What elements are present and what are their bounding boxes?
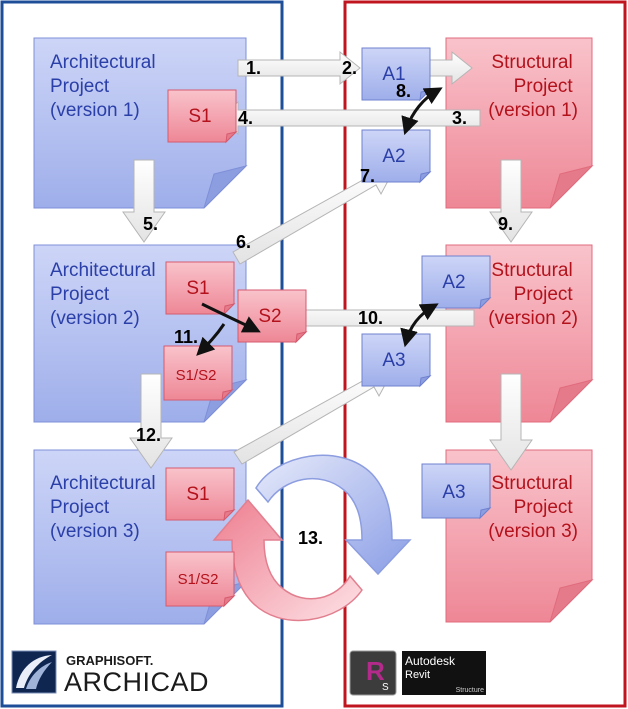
struct-v1-label: Structural Project (version 1) [488,52,578,121]
step-1: 1. [246,58,261,78]
doc-a3-bot-label: A3 [442,482,465,503]
archicad-wordmark: ARCHICAD [64,667,209,697]
step-4: 4. [238,108,253,128]
struct-v3-label: Structural Project (version 3) [488,473,578,542]
struct-v2-label: Structural Project (version 2) [488,260,578,329]
doc-s1-mid [165,261,236,316]
graphisoft-wordmark: GRAPHISOFT. [66,653,153,668]
autodesk-wordmark: Autodesk [405,654,456,668]
step-5: 5. [143,214,158,234]
doc-a1-label: A1 [382,64,405,85]
doc-s1s2-bot [165,551,236,608]
revit-wordmark: Revit [405,669,430,681]
autodesk-revit-logo: Autodesk Revit Structure [402,651,486,695]
step-12: 12. [136,425,161,445]
arrow-a1-to-struct [429,50,473,86]
doc-s1-top [167,89,238,144]
curved-arrow-a2-a3 [400,303,439,348]
cycle-arrow-blue [255,454,412,576]
doc-s1s2-mid-label: S1/S2 [176,367,217,384]
arch-doc-v1 [33,37,248,209]
revit-icon-sub: S [382,682,389,693]
doc-a2-mid [421,255,492,310]
doc-s1s2-bot-label: S1/S2 [178,571,219,588]
step-7: 7. [360,166,375,186]
revit-structure-icon: R S [349,650,397,696]
structure-wordmark: Structure [456,687,485,694]
archicad-logo: GRAPHISOFT. ARCHICAD [11,650,209,697]
doc-s1s2-mid [163,345,234,402]
doc-s2-mid-label: S2 [258,306,281,327]
arch-v2-label: Architectural Project (version 2) [50,260,161,329]
step-9: 9. [498,214,513,234]
doc-s1-mid-label: S1 [186,278,209,299]
step-10: 10. [358,308,383,328]
arrow-step-1 [237,50,361,86]
step-2: 2. [342,58,357,78]
doc-a3-mid-label: A3 [382,350,405,371]
step-8: 8. [396,81,411,101]
curved-arrow-step-11 [196,323,226,356]
doc-a3-bot [421,463,492,520]
step-13: 13. [298,528,323,548]
arrow-step-12 [129,373,173,469]
archicad-logo-swoosh [16,655,52,688]
step-6: 6. [236,232,251,252]
arrow-step-5 [122,159,166,243]
curved-arrow-step-8 [401,87,443,136]
arrow-struct-v2-to-v3 [489,373,533,471]
arrow-step-9 [489,159,533,243]
doc-a2-mid-label: A2 [442,272,465,293]
curved-arrow-s1-to-s2 [201,302,261,333]
revit-icon-letter: R [366,656,385,686]
doc-s1-top-label: S1 [188,106,211,127]
arch-v1-label: Architectural Project (version 1) [50,52,161,121]
doc-s1-bot-label: S1 [186,484,209,505]
cycle-arrow-red [212,498,363,622]
arch-v3-label: Architectural Project (version 3) [50,473,161,542]
struct-doc-v1 [445,37,594,209]
doc-s1-bot [165,467,236,522]
doc-a2-top-label: A2 [382,146,405,167]
step-3: 3. [452,108,467,128]
step-11: 11. [174,327,198,347]
